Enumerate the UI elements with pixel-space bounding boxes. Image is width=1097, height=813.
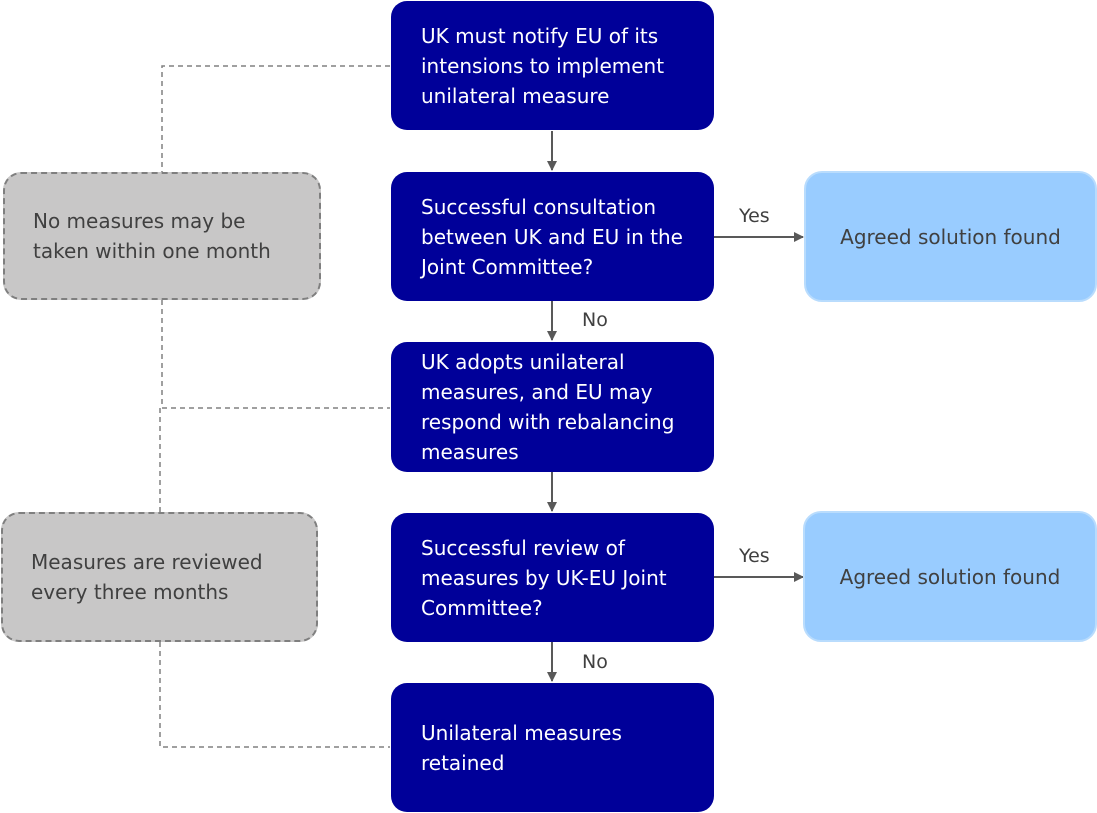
label-consultation-yes: Yes <box>739 205 770 227</box>
note-one-month: No measures may be taken within one mont… <box>3 172 321 300</box>
step-retained-text: Unilateral measures retained <box>421 720 622 775</box>
dashed-connector-one-month <box>161 65 390 409</box>
label-review-yes: Yes <box>739 545 770 567</box>
step-consultation: Successful consultation between UK and E… <box>391 172 714 301</box>
step-notify-text: UK must notify EU of its intensions to i… <box>421 23 665 108</box>
step-review: Successful review of measures by UK-EU J… <box>391 513 714 642</box>
step-adopt: UK adopts unilateral measures, and EU ma… <box>391 342 714 472</box>
step-consultation-text: Successful consultation between UK and E… <box>421 194 683 279</box>
step-notify: UK must notify EU of its intensions to i… <box>391 1 714 130</box>
step-review-text: Successful review of measures by UK-EU J… <box>421 535 667 620</box>
label-review-no: No <box>582 651 608 673</box>
step-retained: Unilateral measures retained <box>391 683 714 812</box>
outcome-consultation-agreed: Agreed solution found <box>804 171 1097 302</box>
outcome-review-text: Agreed solution found <box>839 564 1061 589</box>
outcome-consultation-text: Agreed solution found <box>840 224 1061 249</box>
note-review-cycle-text: Measures are reviewed every three months <box>31 550 263 604</box>
note-review-cycle: Measures are reviewed every three months <box>1 512 318 642</box>
note-one-month-text: No measures may be taken within one mont… <box>33 209 271 263</box>
step-adopt-text: UK adopts unilateral measures, and EU ma… <box>421 350 675 464</box>
outcome-review-agreed: Agreed solution found <box>803 511 1097 642</box>
label-consultation-no: No <box>582 309 608 331</box>
